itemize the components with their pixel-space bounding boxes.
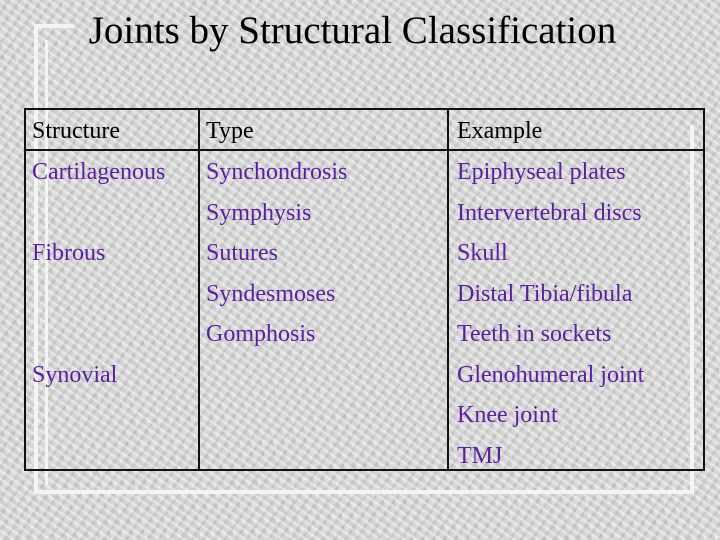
header-example: Example	[457, 118, 543, 144]
type-cell: Sutures	[206, 240, 278, 266]
example-column: Epiphyseal plates Intervertebral discs S…	[457, 152, 644, 476]
decor-frame-left-inner	[45, 40, 48, 485]
example-cell: Distal Tibia/fibula	[457, 280, 633, 307]
structure-cell	[32, 274, 165, 315]
example-cell: TMJ	[457, 442, 503, 469]
structure-cell: Cartilagenous	[32, 159, 166, 185]
type-cell	[206, 436, 347, 477]
example-cell: Glenohumeral joint	[457, 361, 645, 388]
example-cell: Intervertebral discs	[457, 199, 642, 226]
type-column: Synchondrosis Symphysis Sutures Syndesmo…	[206, 152, 347, 476]
column-divider	[447, 110, 449, 469]
structure-cell	[32, 436, 165, 477]
decor-frame-right	[690, 125, 694, 494]
type-cell: Gomphosis	[206, 321, 316, 347]
example-cell: Teeth in sockets	[457, 321, 612, 347]
type-cell: Synchondrosis	[206, 159, 348, 185]
structure-cell: Fibrous	[32, 240, 106, 266]
decor-frame-top	[34, 24, 74, 28]
type-cell	[206, 355, 347, 396]
example-cell: Knee joint	[457, 402, 558, 428]
structure-cell	[32, 314, 165, 355]
classification-table: Structure Type Example Cartilagenous Fib…	[24, 108, 705, 471]
example-cell: Skull	[457, 240, 508, 266]
column-divider	[198, 110, 200, 469]
structure-cell	[32, 395, 165, 436]
structure-cell: Synovial	[32, 361, 118, 388]
structure-cell	[32, 193, 165, 234]
header-structure: Structure	[32, 118, 120, 144]
example-cell: Epiphyseal plates	[457, 159, 626, 185]
header-type: Type	[206, 118, 254, 144]
structure-column: Cartilagenous Fibrous Synovial	[32, 152, 165, 476]
type-cell	[206, 395, 347, 436]
decor-frame-left	[34, 24, 38, 494]
type-cell: Symphysis	[206, 199, 312, 226]
decor-frame-bottom	[34, 490, 694, 494]
header-divider	[26, 149, 703, 151]
type-cell: Syndesmoses	[206, 280, 336, 307]
slide-title: Joints by Structural Classification	[88, 9, 617, 52]
